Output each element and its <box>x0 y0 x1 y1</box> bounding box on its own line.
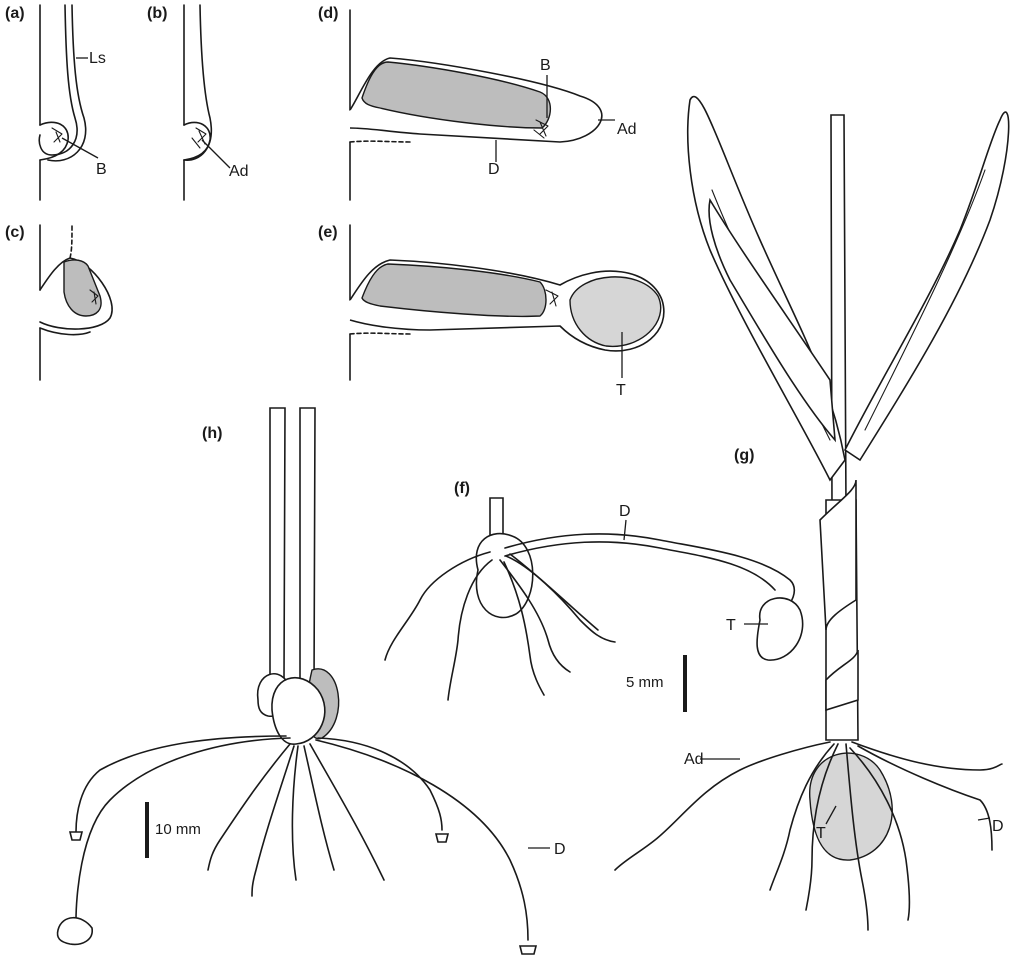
panel-h-label: (h) <box>202 425 222 442</box>
label-d: D <box>992 818 1004 835</box>
bud-with-root-initial <box>192 128 206 148</box>
label-ls: Ls <box>89 50 106 67</box>
label-ad: Ad <box>684 751 704 768</box>
root-4 <box>304 746 334 870</box>
shoot-left <box>270 408 285 680</box>
panel-b: (b) Ad <box>147 5 249 200</box>
leaf-inner <box>709 200 835 440</box>
sheath-dashed-top <box>70 226 72 258</box>
sheath-base <box>350 333 410 334</box>
dropper-right-long <box>316 740 528 940</box>
root-1 <box>208 744 290 870</box>
scale-label-5mm: 5 mm <box>626 674 664 691</box>
root-left <box>385 552 490 660</box>
panel-f: (f) D T 5 mm <box>385 480 803 712</box>
panel-a: (a) Ls B <box>5 5 107 200</box>
ad-leader <box>202 140 230 168</box>
panel-e: (e) T <box>318 224 664 399</box>
d-leader <box>624 520 626 540</box>
label-ad: Ad <box>229 163 249 180</box>
tuber-left <box>58 918 93 945</box>
leaf-sheath-outline <box>39 5 77 155</box>
sheath-base <box>350 141 410 142</box>
dropper-left-short <box>76 736 286 832</box>
leaf-sheath-outline <box>184 5 211 160</box>
label-d: D <box>488 161 500 178</box>
leaf-right <box>845 112 1009 460</box>
tuber-right-small <box>436 834 448 842</box>
panel-g-label: (g) <box>734 447 754 464</box>
d-leader <box>978 818 990 820</box>
label-ad: Ad <box>617 121 637 138</box>
label-d: D <box>619 503 631 520</box>
panel-e-label: (e) <box>318 224 338 241</box>
panel-d-label: (d) <box>318 5 338 22</box>
label-t: T <box>816 825 826 842</box>
label-b: B <box>96 161 107 178</box>
panel-a-label: (a) <box>5 5 25 22</box>
root-2 <box>252 746 294 896</box>
dropper-right-short <box>318 738 442 830</box>
dropper-stalk <box>505 534 794 608</box>
root-5 <box>310 744 384 880</box>
tuber-primordium <box>64 260 101 316</box>
shoot-right <box>300 408 315 690</box>
panel-d: (d) B Ad D <box>318 5 637 200</box>
panel-b-label: (b) <box>147 5 167 22</box>
panel-c-label: (c) <box>5 224 25 241</box>
root-3 <box>292 746 298 880</box>
label-t: T <box>616 382 626 399</box>
label-b: B <box>540 57 551 74</box>
tuber-left-small <box>70 832 82 840</box>
tuber <box>757 598 803 660</box>
tuber-right <box>520 946 536 954</box>
parent-bulb <box>476 534 532 618</box>
label-t: T <box>726 617 736 634</box>
panel-g: (g) Ad D T <box>615 97 1009 930</box>
leaf-sheath-outer <box>48 5 86 161</box>
b-leader <box>62 138 98 158</box>
bud <box>52 128 62 142</box>
scale-label-10mm: 10 mm <box>155 821 201 838</box>
panel-f-label: (f) <box>454 480 470 497</box>
panel-h: (h) D 10 mm <box>58 408 566 954</box>
label-d: D <box>554 841 566 858</box>
panel-c: (c) <box>5 224 112 380</box>
